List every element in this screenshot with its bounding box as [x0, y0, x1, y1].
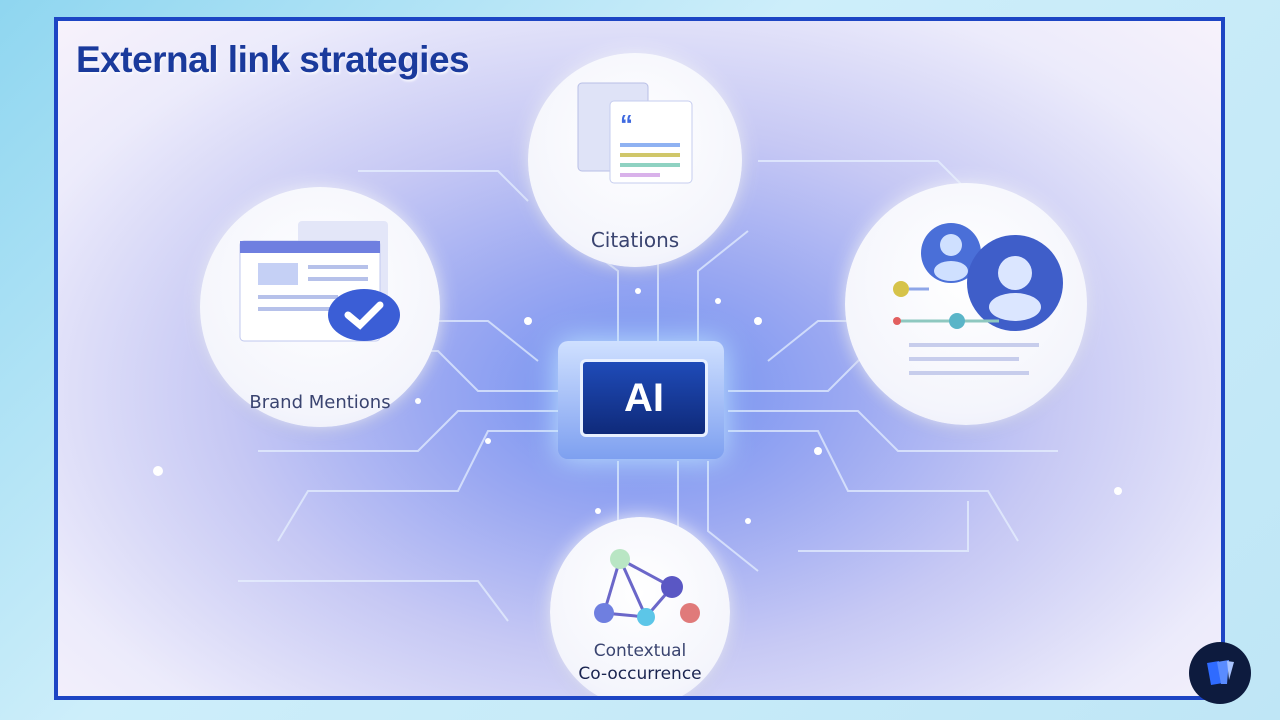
people-connection-icon — [893, 223, 1063, 375]
page-title: External link strategies — [76, 39, 470, 80]
citations-node: “ Citations — [528, 53, 742, 267]
brand-mentions-node: Brand Mentions — [200, 187, 440, 427]
entities-node — [845, 183, 1087, 425]
co-occurrence-label-line1: Contextual — [593, 641, 687, 661]
quote-document-icon: “ — [577, 82, 693, 184]
logo-icon — [1207, 660, 1234, 685]
infographic-frame: External link strategies “ Citations Bra… — [54, 17, 1225, 700]
svg-text:“: “ — [620, 109, 633, 139]
citations-label: Citations — [590, 228, 680, 252]
co-occurrence-label-line2: Co-occurrence — [578, 664, 702, 684]
ai-chip-label: AI — [580, 359, 708, 437]
webpage-checkmark-icon — [239, 221, 400, 342]
ai-chip-icon: AI — [558, 341, 724, 459]
co-occurrence-node: Contextual Co-occurrence — [550, 517, 730, 696]
brand-logo — [1189, 642, 1251, 704]
brand-mentions-label: Brand Mentions — [249, 392, 391, 413]
network-graph-icon — [594, 549, 700, 626]
